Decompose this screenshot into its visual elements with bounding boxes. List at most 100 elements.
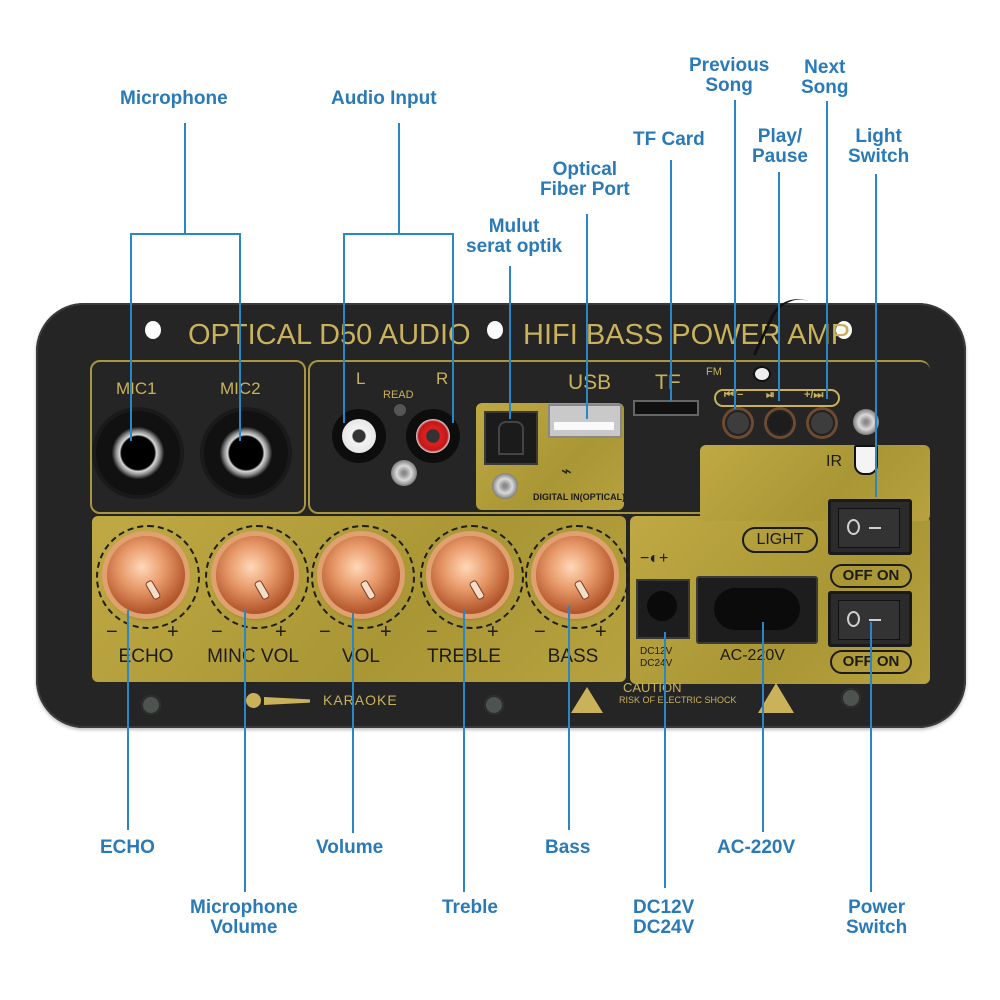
mic-volume-knob-label: MINC VOL xyxy=(207,646,299,667)
risk-label: RISK OF ELECTRIC SHOCK xyxy=(619,695,737,705)
ir-sensor xyxy=(854,445,878,475)
echo-knob-pointer xyxy=(144,579,162,601)
antenna-hole xyxy=(753,366,771,382)
microphone-icon xyxy=(246,693,316,709)
dc-jack-opening xyxy=(647,591,677,621)
fm-label: FM xyxy=(706,366,722,378)
dc-label-1: DC12V xyxy=(640,646,673,657)
line-audio-input-bar xyxy=(343,233,454,235)
bass-knob-ring xyxy=(525,525,629,629)
mic2-jack-socket xyxy=(220,427,272,479)
line-previous-song xyxy=(734,100,736,409)
light-switch[interactable] xyxy=(828,499,912,555)
mic2-jack[interactable] xyxy=(204,411,288,495)
screw-audio-input xyxy=(391,460,417,486)
screw-optical xyxy=(492,473,518,499)
callout-mic-volume-line2: Volume xyxy=(210,917,278,938)
line-mic1 xyxy=(130,233,132,441)
line-optical xyxy=(586,214,588,419)
right-channel-label: R xyxy=(436,369,449,388)
callout-next-line1: Next xyxy=(804,57,846,78)
mount-hole-bottom-center xyxy=(484,695,504,715)
mic1-jack[interactable] xyxy=(96,411,180,495)
callout-light-line2: Switch xyxy=(848,146,910,167)
callout-mulut-line2: serat optik xyxy=(466,236,563,257)
callout-previous-line1: Previous xyxy=(689,55,770,76)
line-microphone-stem xyxy=(184,123,186,234)
read-label: READ xyxy=(383,389,414,401)
line-audio-input-stem xyxy=(398,123,400,234)
echo-knob[interactable] xyxy=(107,536,185,614)
next-button-label: +/⏭ xyxy=(804,389,824,401)
power-switch-on-mark xyxy=(869,619,881,621)
tf-card-slot[interactable] xyxy=(633,400,699,416)
line-bass xyxy=(568,606,570,830)
warning-shock-icon xyxy=(571,687,603,713)
echo-knob-label: ECHO xyxy=(118,646,174,667)
usb-port-tongue xyxy=(554,422,614,430)
treble-knob[interactable] xyxy=(431,536,509,614)
line-mulut xyxy=(509,266,511,419)
mic1-jack-socket xyxy=(112,427,164,479)
bass-plus: + xyxy=(595,621,607,643)
power-switch[interactable] xyxy=(828,591,912,647)
dc-label-2: DC24V xyxy=(640,658,673,669)
mic-volume-knob-pointer xyxy=(253,579,271,601)
panel-title-left: OPTICAL D50 AUDIO xyxy=(188,319,471,351)
volume-plus: + xyxy=(380,621,392,643)
callout-optical-fiber-port: Optical Fiber Port xyxy=(540,160,630,200)
treble-plus: + xyxy=(487,621,499,643)
amplifier-panel: OPTICAL D50 AUDIO HIFI BASS POWER AMP MI… xyxy=(36,289,966,728)
rca-right-jack[interactable] xyxy=(406,409,460,463)
volume-knob-ring xyxy=(311,525,415,629)
ac-label: AC-220V xyxy=(720,647,785,664)
line-volume xyxy=(352,613,354,833)
mic-section-frame xyxy=(90,360,306,514)
callout-ac-220v: AC-220V xyxy=(717,837,796,858)
callout-light-line1: Light xyxy=(855,126,902,147)
callout-play-line1: Play/ xyxy=(757,126,803,147)
light-switch-rocker xyxy=(838,508,900,548)
volume-knob-label: VOL xyxy=(341,646,381,667)
rca-left-insert xyxy=(342,419,376,453)
callout-microphone: Microphone xyxy=(120,88,228,109)
line-mic-volume xyxy=(244,610,246,892)
bass-knob[interactable] xyxy=(536,536,614,614)
rca-left-jack[interactable] xyxy=(332,409,386,463)
callout-bass: Bass xyxy=(545,837,591,858)
optical-cable-icon: ⌁ xyxy=(561,461,572,481)
ac-socket-opening xyxy=(714,588,800,630)
usb-port[interactable] xyxy=(548,404,622,438)
line-treble xyxy=(463,610,465,892)
panel-title-right: HIFI BASS POWER AMP xyxy=(523,319,851,351)
karaoke-label: KARAOKE xyxy=(323,692,398,708)
rca-right-insert xyxy=(416,419,450,453)
play-button-label: ⏯ xyxy=(766,389,775,401)
mount-hole-bottom-right xyxy=(841,688,861,708)
mic-volume-knob-ring xyxy=(205,525,309,629)
callout-power-line1: Power xyxy=(848,897,906,918)
next-song-button[interactable] xyxy=(809,410,835,436)
treble-minus: − xyxy=(426,621,438,643)
callout-next-line2: Song xyxy=(801,77,849,98)
mic-volume-plus: + xyxy=(275,621,287,643)
ac-power-socket[interactable] xyxy=(696,576,818,644)
callout-dc-line1: DC12V xyxy=(633,897,695,918)
previous-song-button[interactable] xyxy=(725,410,751,436)
volume-minus: − xyxy=(319,621,331,643)
callout-dc-power: DC12V DC24V xyxy=(633,898,694,938)
io-section-frame xyxy=(308,360,930,514)
volume-knob[interactable] xyxy=(322,536,400,614)
bass-knob-label: BASS xyxy=(547,646,599,667)
optical-port[interactable] xyxy=(484,411,538,465)
callout-light-switch: Light Switch xyxy=(848,127,909,167)
line-next-song xyxy=(826,101,828,399)
mic-volume-knob[interactable] xyxy=(216,536,294,614)
callout-echo: ECHO xyxy=(100,837,155,858)
mic1-label: MIC1 xyxy=(116,379,157,398)
tf-label: TF xyxy=(655,371,681,394)
play-pause-button[interactable] xyxy=(767,410,793,436)
screw-top-right xyxy=(853,409,879,435)
dc-power-jack[interactable] xyxy=(636,579,690,639)
optical-port-opening xyxy=(498,421,524,455)
